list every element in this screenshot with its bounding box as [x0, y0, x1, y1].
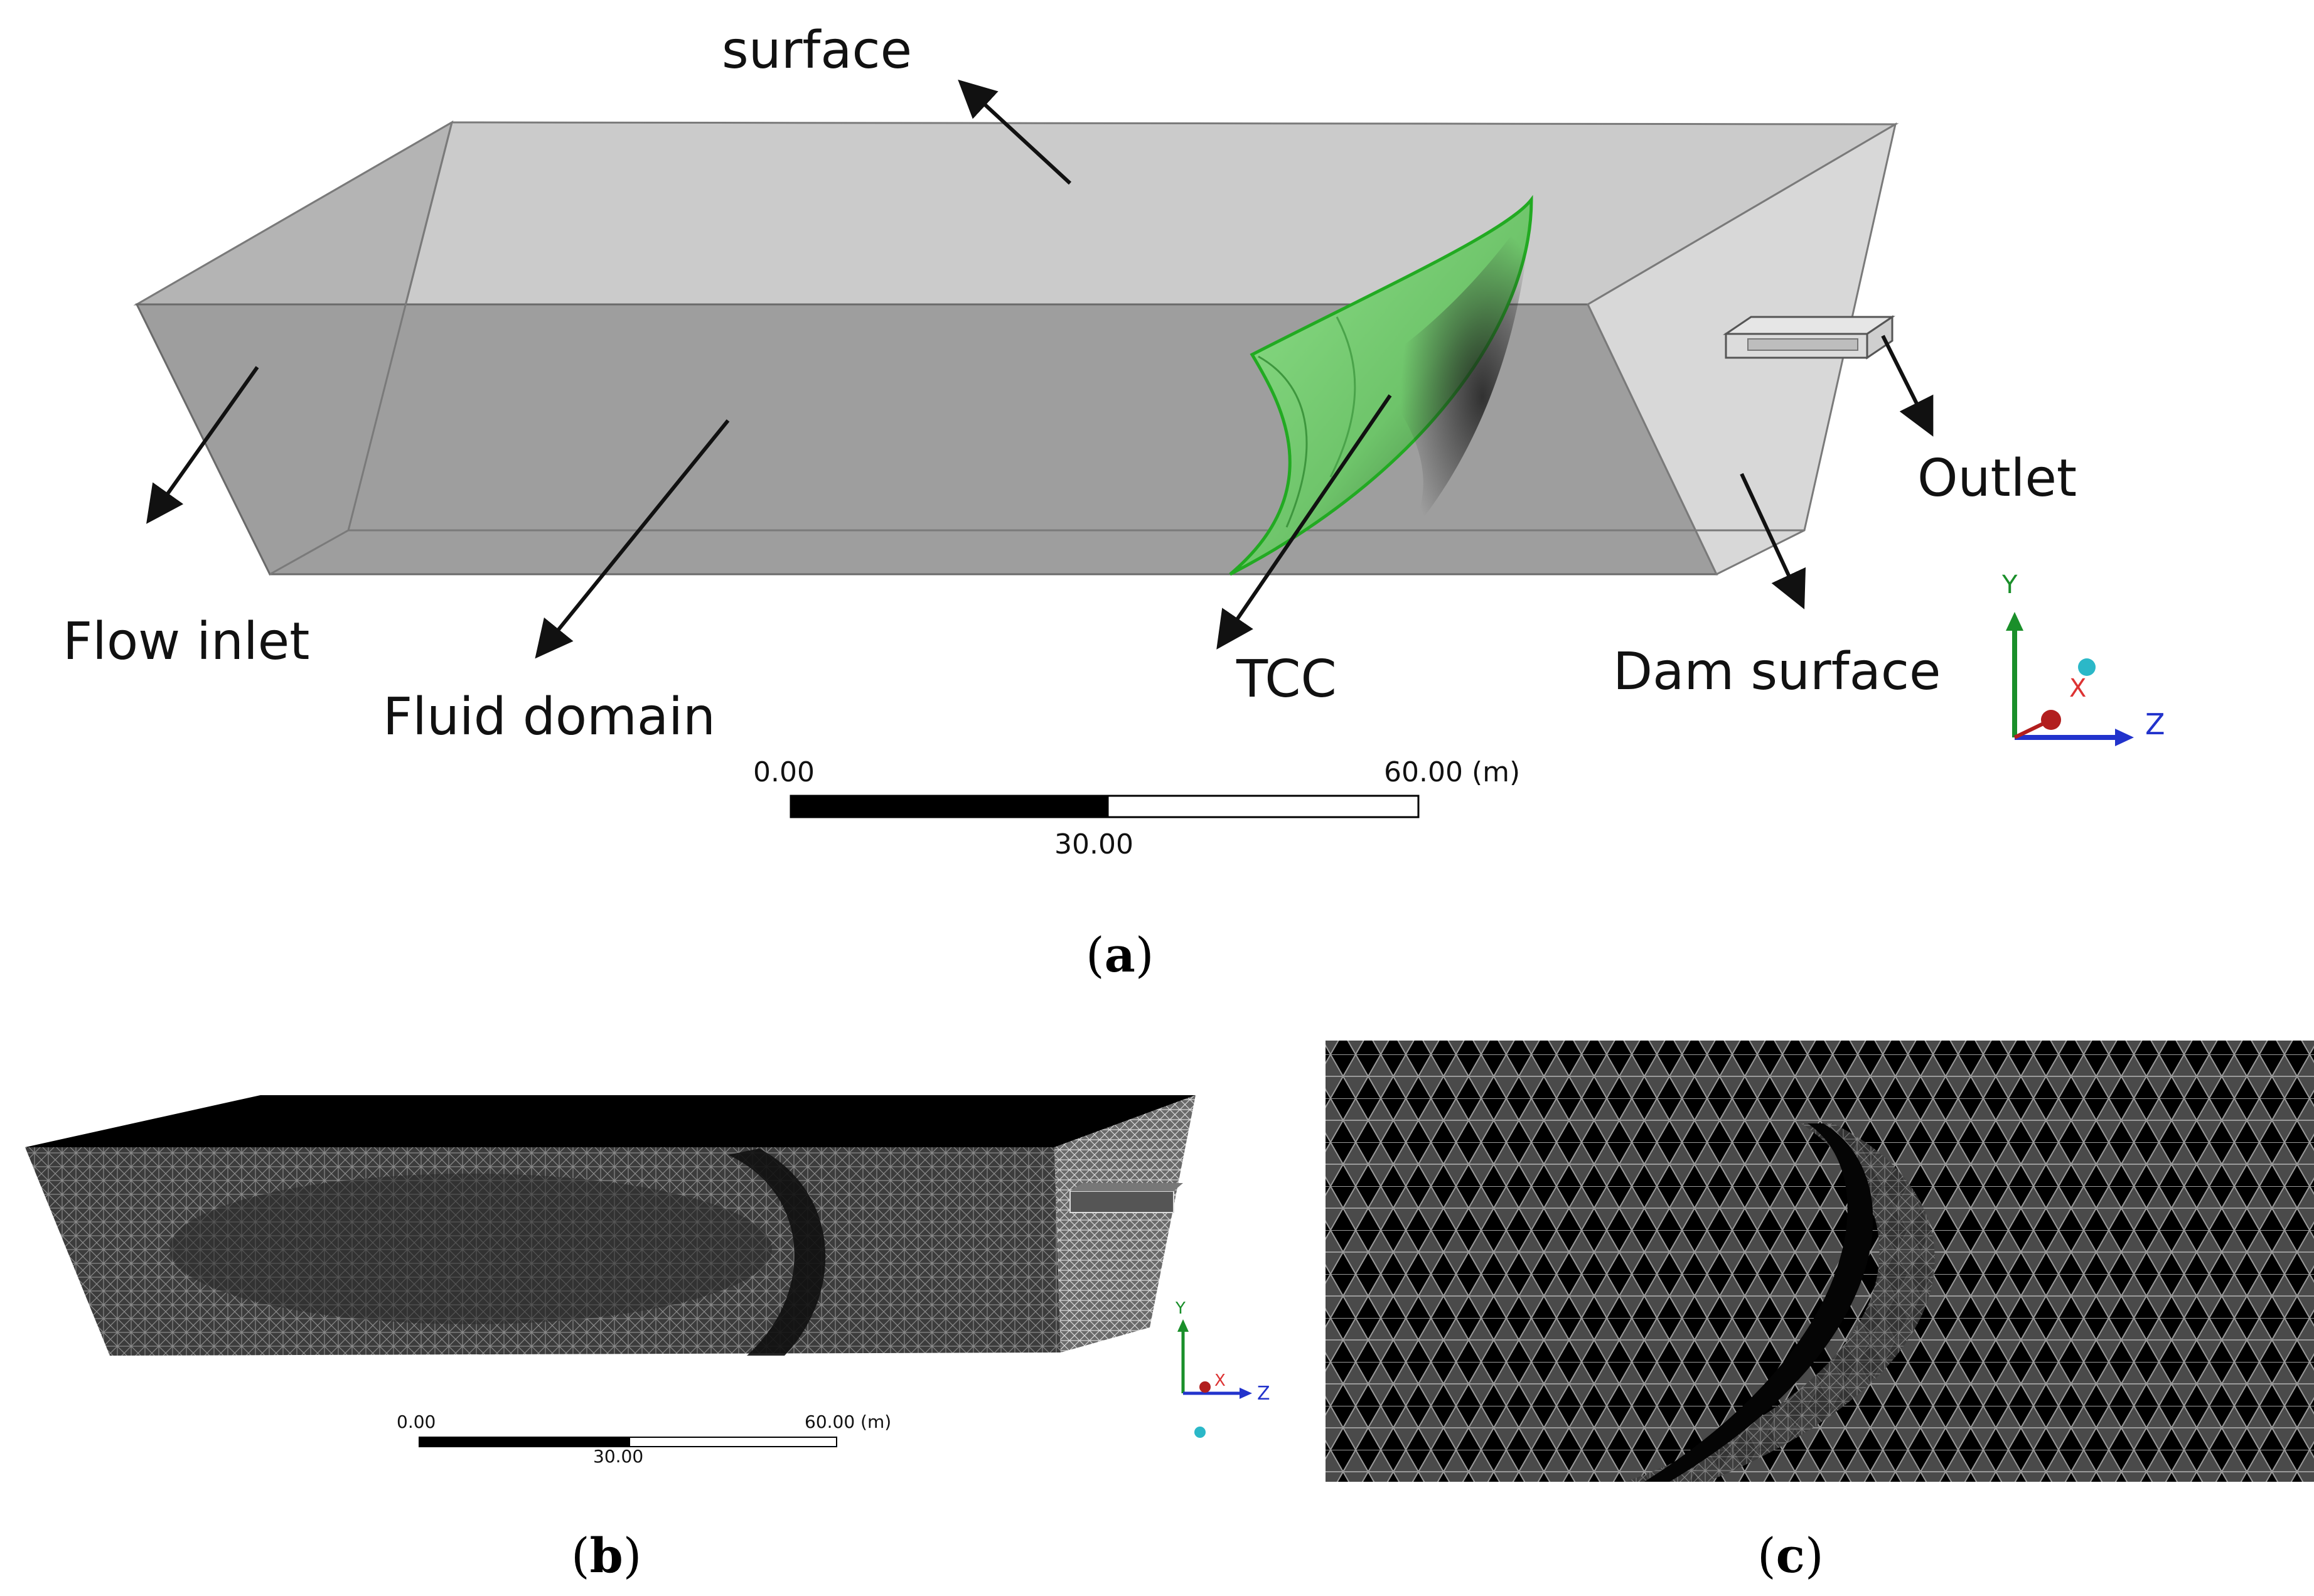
axis-b-z-label: Z	[1257, 1383, 1270, 1405]
axis-a-z-label: Z	[2145, 707, 2165, 741]
label-tcc: TCC	[1236, 650, 1337, 709]
panel-b-mesh-overview: 0.00 30.00 60.00 (m) Y X Z (b)	[25, 1095, 1270, 1583]
axis-triad-a: Y X Z	[2001, 570, 2165, 746]
axis-b-y-label: Y	[1175, 1299, 1186, 1318]
panel-a-domain-diagram: surface Flow inlet Fluid domain TCC Outl…	[63, 21, 2165, 983]
mesh-top-face	[25, 1095, 1196, 1147]
tcc-imprint	[1644, 1123, 1873, 1482]
scale-bar-b: 0.00 30.00 60.00 (m)	[397, 1411, 891, 1467]
scale-a-mid: 30.00	[1054, 828, 1133, 860]
arrow-dam-surface	[1740, 473, 1806, 609]
label-fluid-domain: Fluid domain	[383, 687, 715, 747]
caption-a: (a)	[1086, 927, 1154, 983]
arrow-fluid-domain	[535, 419, 730, 659]
arrow-flow-inlet	[146, 366, 259, 524]
scale-a-end: 60.00 (m)	[1384, 756, 1520, 788]
scale-bar-a: 0.00 30.00 60.00 (m)	[753, 756, 1520, 860]
scale-a-start: 0.00	[753, 756, 815, 788]
axis-a-y-label: Y	[2001, 570, 2018, 599]
label-outlet: Outlet	[1917, 449, 2077, 508]
tcc-curved-surface	[1229, 195, 1533, 576]
arrow-surface	[958, 79, 1072, 185]
mesh-outlet	[1069, 1183, 1183, 1213]
outlet-box	[1723, 315, 1895, 360]
label-surface: surface	[722, 21, 912, 80]
caption-b: (b)	[571, 1528, 641, 1583]
axis-triad-b: Y X Z	[1175, 1299, 1270, 1438]
scale-b-end: 60.00 (m)	[805, 1411, 891, 1432]
caption-c: (c)	[1757, 1528, 1824, 1583]
axis-a-x-label: X	[2069, 674, 2086, 703]
panel-c-mesh-detail: (c)	[1326, 1041, 2314, 1583]
scale-b-mid: 30.00	[593, 1446, 643, 1467]
arrow-outlet	[1881, 335, 1934, 437]
axis-b-x-label: X	[1214, 1371, 1226, 1390]
scale-b-start: 0.00	[397, 1411, 436, 1432]
label-flow-inlet: Flow inlet	[63, 612, 309, 672]
label-dam-surface: Dam surface	[1613, 642, 1941, 702]
arrow-tcc	[1216, 394, 1392, 650]
mesh-dam-face	[1054, 1095, 1196, 1352]
